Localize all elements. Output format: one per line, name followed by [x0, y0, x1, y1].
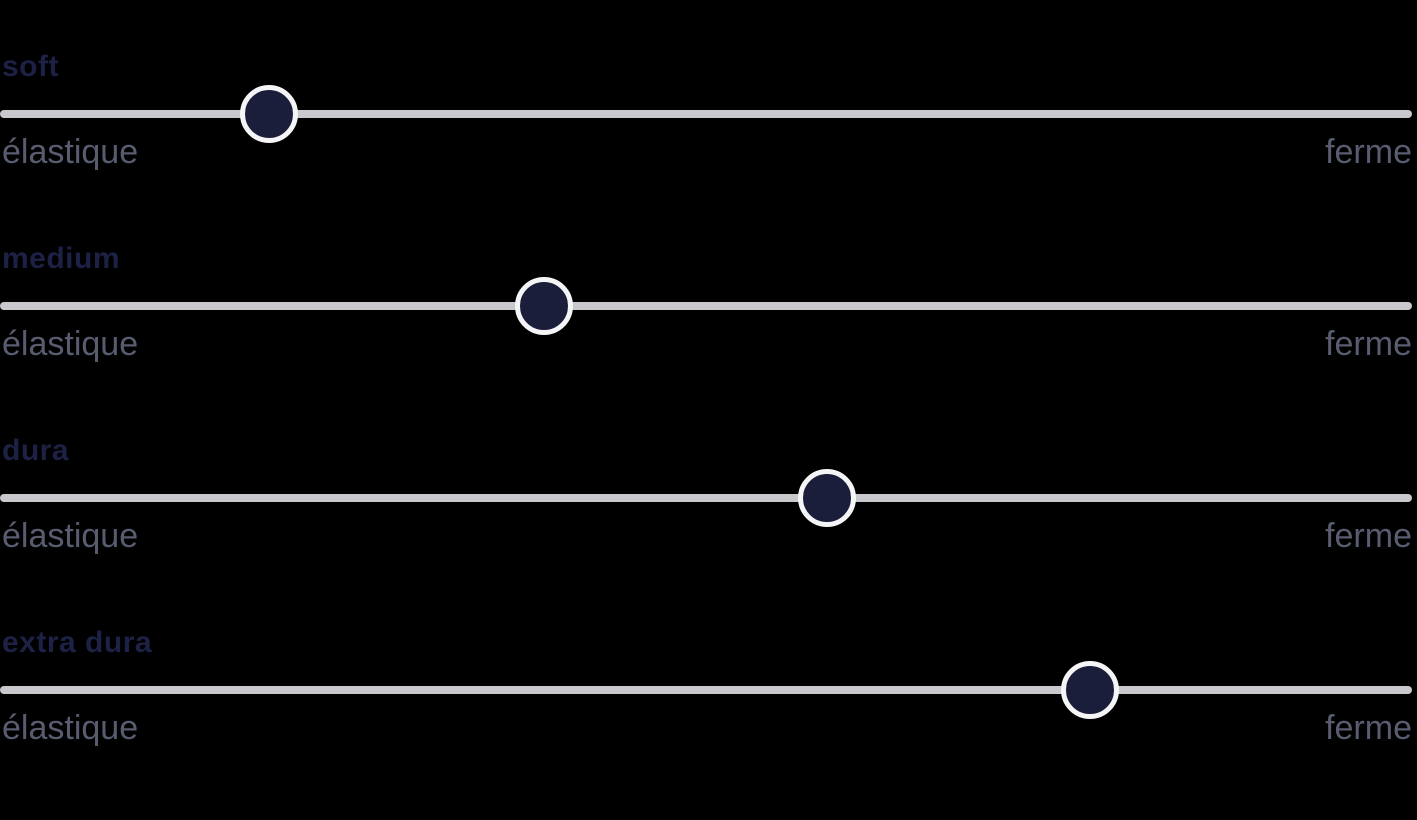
- slider-max-label: ferme: [1325, 325, 1412, 363]
- slider-scale-labels: élastique ferme: [2, 324, 1412, 364]
- slider-track-line: [0, 302, 1412, 310]
- slider-thumb[interactable]: [514, 277, 573, 335]
- slider-track[interactable]: [0, 469, 1412, 527]
- slider-max-label: ferme: [1325, 517, 1412, 555]
- slider-scale-labels: élastique ferme: [2, 132, 1412, 172]
- slider-scale-labels: élastique ferme: [2, 708, 1412, 748]
- slider-thumb[interactable]: [1061, 661, 1120, 719]
- slider-min-label: élastique: [2, 517, 139, 555]
- slider-track[interactable]: [0, 277, 1412, 335]
- slider-min-label: élastique: [2, 325, 139, 363]
- slider-track-line: [0, 686, 1412, 694]
- slider-row-medium: medium élastique ferme: [0, 244, 1417, 436]
- slider-min-label: élastique: [2, 133, 139, 171]
- slider-row-extra-dura: extra dura élastique ferme: [0, 628, 1417, 820]
- slider-title: dura: [2, 434, 70, 467]
- slider-min-label: élastique: [2, 709, 139, 747]
- slider-title: extra dura: [2, 626, 153, 659]
- slider-title: medium: [2, 242, 121, 275]
- slider-row-soft: soft élastique ferme: [0, 52, 1417, 244]
- slider-thumb[interactable]: [239, 85, 298, 143]
- slider-track[interactable]: [0, 85, 1412, 143]
- slider-row-dura: dura élastique ferme: [0, 436, 1417, 628]
- slider-title: soft: [2, 50, 59, 83]
- slider-track[interactable]: [0, 661, 1412, 719]
- firmness-selector-page: { "colors": { "background": "#000000", "…: [0, 51, 1412, 747]
- slider-track-line: [0, 494, 1412, 502]
- slider-scale-labels: élastique ferme: [2, 516, 1412, 556]
- slider-thumb[interactable]: [798, 469, 857, 527]
- slider-track-line: [0, 110, 1412, 118]
- slider-max-label: ferme: [1325, 709, 1412, 747]
- slider-max-label: ferme: [1325, 133, 1412, 171]
